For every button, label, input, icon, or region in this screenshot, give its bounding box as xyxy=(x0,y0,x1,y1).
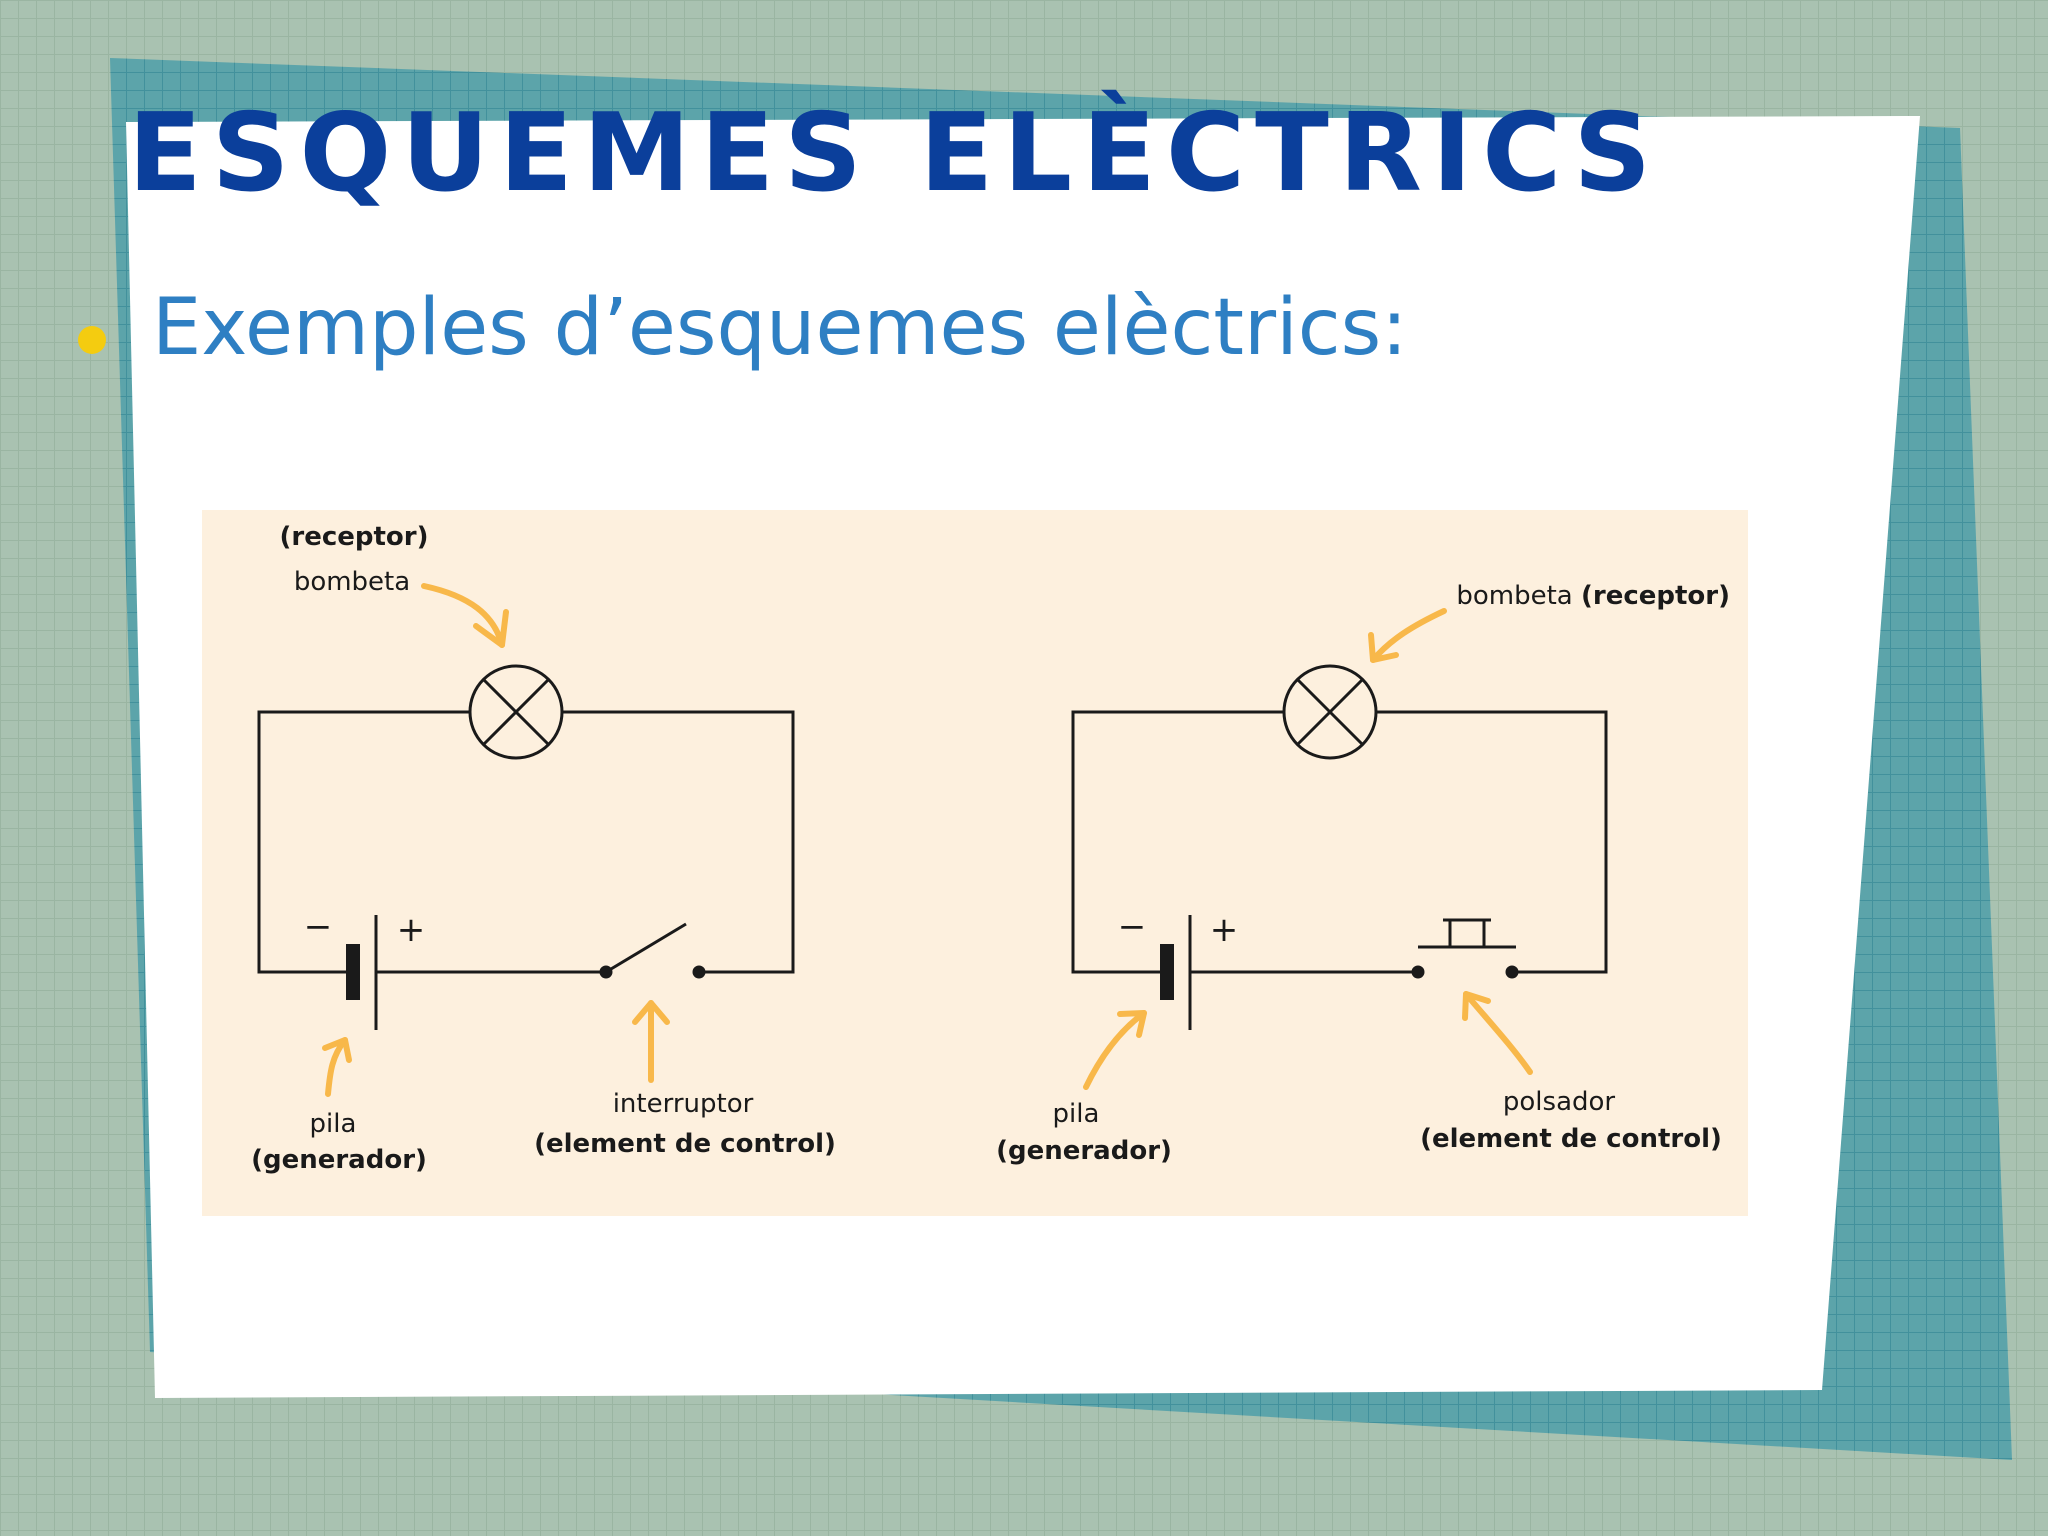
switch-1-lever xyxy=(605,922,687,974)
arrow-bulb-2 xyxy=(1370,608,1447,663)
bullet-dot-icon xyxy=(78,326,106,354)
circuit-1-bombeta-label: bombeta xyxy=(294,567,410,597)
circuit-1-generador-label: (generador) xyxy=(251,1145,427,1175)
arrow-switch-1-head xyxy=(632,1000,670,1025)
circuit-1 xyxy=(257,664,795,1030)
diagram-panel xyxy=(202,510,1748,1216)
bulb-2-icon xyxy=(1282,664,1378,760)
slide-title: ESQUEMES ELÈCTRICS xyxy=(128,91,1662,216)
circuit-2-bombeta-text: bombeta xyxy=(1456,581,1572,611)
bullet-text: Exemples d’esquemes elèctrics: xyxy=(152,283,1408,373)
arrow-bulb-2-head xyxy=(1368,632,1399,663)
circuit-2-generador-label: (generador) xyxy=(996,1136,1172,1166)
circuit-1-receptor-label: (receptor) xyxy=(280,522,429,552)
switch-1-contact-left xyxy=(599,965,613,979)
circuit-1-control-label: (element de control) xyxy=(534,1129,836,1159)
arrow-pushbutton xyxy=(1463,991,1533,1075)
switch-1-contact-right xyxy=(692,965,706,979)
circuit-2-wire-top-right xyxy=(1377,710,1608,974)
arrow-bulb-1-head xyxy=(473,609,509,648)
circuit-1-interruptor-label: interruptor xyxy=(613,1089,754,1119)
circuit-1-wire-top-right xyxy=(563,710,795,974)
arrow-battery-1-head xyxy=(322,1037,352,1063)
circuit-1-minus-sign: − xyxy=(304,907,333,947)
circuit-2-control-label: (element de control) xyxy=(1420,1124,1722,1154)
circuit-2-wire-top-left xyxy=(1071,710,1283,974)
bulb-1-icon xyxy=(468,664,564,760)
pushbutton-contact-right xyxy=(1505,965,1519,979)
circuit-1-wire-top-left xyxy=(257,710,469,974)
circuit-2-bombeta-label: bombeta (receptor) xyxy=(1456,581,1730,611)
circuit-2-receptor-text: (receptor) xyxy=(1581,581,1730,611)
arrows xyxy=(322,583,1533,1097)
arrow-bulb-1 xyxy=(421,583,505,648)
arrow-pushbutton-head xyxy=(1462,991,1491,1021)
circuit-2-plus-sign: + xyxy=(1210,910,1239,950)
circuit-1-plus-sign: + xyxy=(397,910,426,950)
bulb-2-cross-b xyxy=(1296,678,1364,746)
arrow-battery-2-head xyxy=(1117,1010,1147,1038)
circuit-1-pila-label: pila xyxy=(310,1109,357,1139)
arrow-battery-2 xyxy=(1083,1010,1147,1090)
circuit-2-polsador-label: polsador xyxy=(1503,1087,1616,1117)
bulb-1-cross-b xyxy=(482,678,550,746)
circuit-2-pila-label: pila xyxy=(1053,1099,1100,1129)
pushbutton-contact-left xyxy=(1411,965,1425,979)
circuit-2-minus-sign: − xyxy=(1118,907,1147,947)
circuit-2 xyxy=(1071,664,1608,1030)
